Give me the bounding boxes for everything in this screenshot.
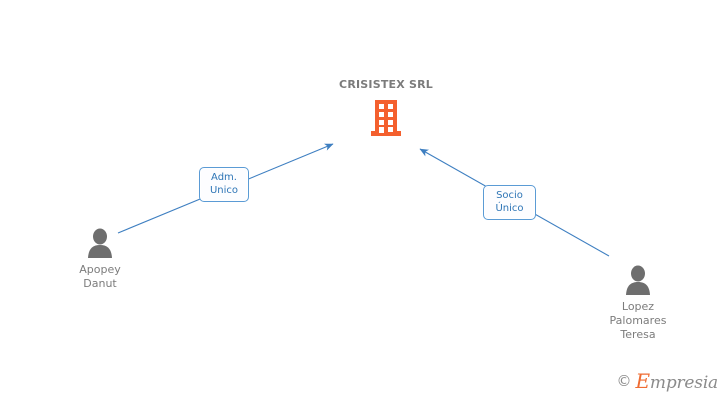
relation-label-line: Socio [496, 190, 523, 201]
relation-label-adm-unico[interactable]: Adm. Unico [199, 167, 249, 202]
brand-wordmark: Empresia [636, 371, 719, 392]
company-icon-wrap [306, 100, 466, 140]
person-name-line: Lopez [621, 300, 655, 313]
brand-initial: E [635, 369, 651, 393]
person-name-line: Danut [83, 277, 117, 290]
person-name-line: Apopey [79, 263, 121, 276]
relation-label-line: Único [495, 203, 524, 214]
person-icon-wrap [40, 226, 160, 258]
relation-label-socio-unico[interactable]: Socio Único [483, 185, 536, 220]
relation-label-line: Unico [209, 185, 239, 196]
relation-label-line: Adm. [211, 172, 237, 183]
person-icon [626, 265, 650, 295]
person-icon-wrap [578, 263, 698, 295]
person-name-apopey-danut: Apopey Danut [40, 263, 160, 291]
person-name-lopez-palomares-teresa: Lopez Palomares Teresa [578, 300, 698, 342]
copyright-icon: © [616, 372, 632, 390]
person-node-apopey-danut[interactable]: Apopey Danut [40, 226, 160, 291]
brand-rest: mpresia [649, 373, 718, 393]
company-name-label: CRISISTEX SRL [339, 78, 433, 91]
company-node[interactable]: CRISISTEX SRL [306, 78, 466, 140]
person-name-line: Palomares [609, 314, 667, 327]
person-icon [88, 228, 112, 258]
person-name-line: Teresa [620, 328, 656, 341]
person-node-lopez-palomares-teresa[interactable]: Lopez Palomares Teresa [578, 263, 698, 342]
watermark-empresia: © Empresia [617, 371, 719, 392]
building-icon [371, 100, 401, 136]
